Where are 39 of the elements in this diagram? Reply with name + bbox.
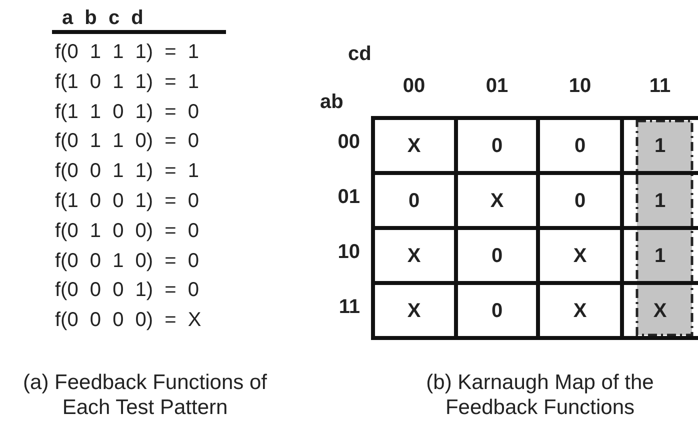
axis-label: cd	[348, 44, 372, 64]
function-entry: f(0 0 0 0) = X	[55, 310, 202, 330]
map-entry: 0	[573, 136, 587, 156]
map-entry: 0	[490, 246, 504, 266]
row-header: 01	[336, 186, 360, 206]
map-entry: 1	[653, 190, 667, 210]
row-header: 10	[336, 242, 360, 262]
map-entry: X	[406, 246, 422, 266]
map-entry: X	[652, 300, 668, 320]
map-entry: 1	[653, 136, 667, 156]
column-header: 01	[484, 76, 510, 96]
function-entry: f(0 0 1 0) = 0	[55, 250, 199, 271]
map-entry: 0	[573, 190, 587, 210]
map-entry: 0	[490, 136, 504, 156]
column-header: 00	[402, 76, 426, 96]
function-entry: f(0 1 1 0) = 0	[55, 131, 199, 152]
map-entry: X	[406, 300, 422, 320]
function-entry: f(1 1 0 1) = 0	[55, 102, 199, 122]
map-entry: 0	[490, 300, 504, 320]
function-entry: f(0 0 1 1) = 1	[55, 161, 199, 182]
map-entry: X	[489, 190, 505, 210]
column-header: a b c d	[62, 8, 144, 28]
map-entry: X	[406, 136, 422, 156]
function-entry: f(0 0 0 1) = 0	[55, 280, 199, 300]
caption: (b) Karnaugh Map of the Feedback Functions	[425, 370, 655, 420]
function-entry: f(1 0 1 1) = 1	[55, 72, 199, 92]
function-entry: f(0 1 0 0) = 0	[55, 220, 199, 241]
column-header: 10	[568, 76, 592, 96]
map-entry: X	[572, 300, 588, 320]
function-entry: f(0 1 1 1) = 1	[55, 42, 199, 62]
row-header: 11	[338, 296, 360, 316]
row-header: 00	[336, 132, 360, 152]
map-entry: X	[572, 246, 588, 266]
caption: (a) Feedback Functions of Each Test Pattern	[22, 370, 268, 420]
column-header: 11	[648, 76, 672, 96]
function-entry: f(1 0 0 1) = 0	[55, 191, 199, 211]
axis-label: ab	[320, 92, 344, 112]
map-entry: 0	[407, 190, 421, 210]
map-entry: 1	[653, 246, 667, 266]
